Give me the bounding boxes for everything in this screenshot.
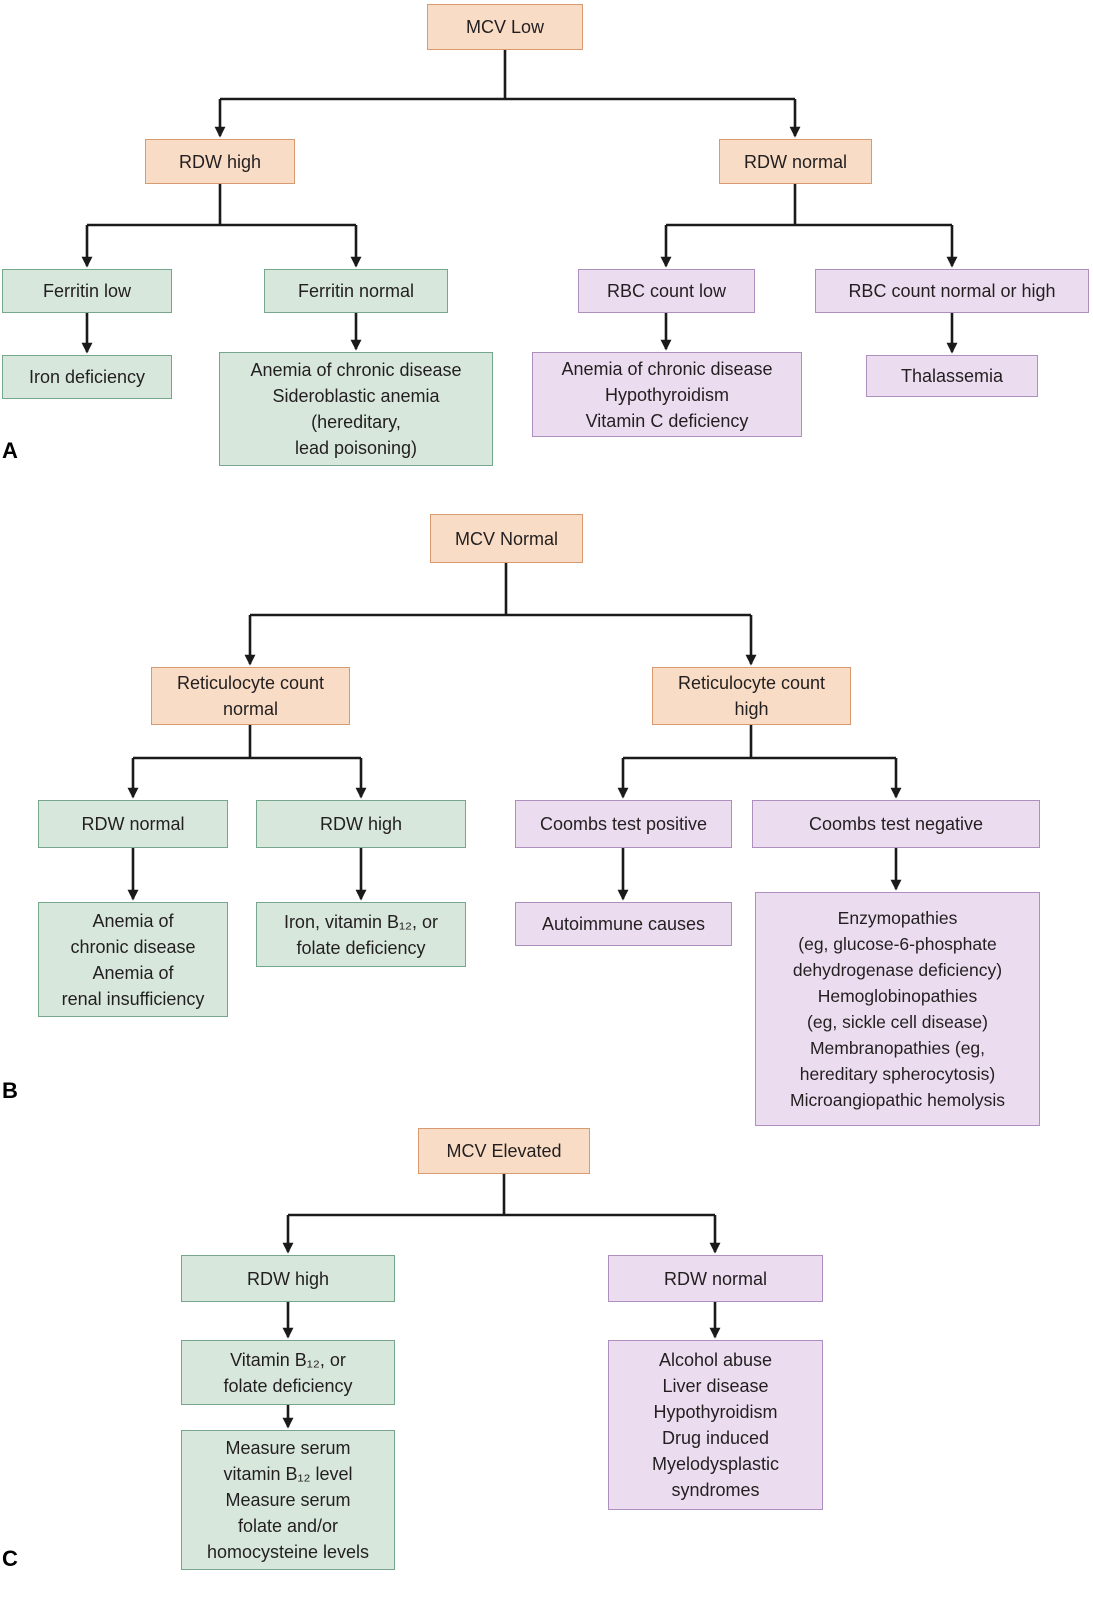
node-ferritin-normal: Ferritin normal	[264, 269, 448, 313]
node-autoimmune-causes: Autoimmune causes	[515, 902, 732, 946]
node-retic-count-high: Reticulocyte count high	[652, 667, 851, 725]
node-b-rdw-high: RDW high	[256, 800, 466, 848]
node-rbc-count-normal-high: RBC count normal or high	[815, 269, 1089, 313]
node-mcv-low: MCV Low	[427, 4, 583, 50]
node-mcv-normal: MCV Normal	[430, 514, 583, 563]
connectors-section-c	[282, 1174, 721, 1429]
node-macrocytic-causes: Alcohol abuse Liver disease Hypothyroidi…	[608, 1340, 823, 1510]
node-rbc-count-low: RBC count low	[578, 269, 755, 313]
node-a-rdw-normal: RDW normal	[719, 139, 872, 184]
node-c-rdw-normal: RDW normal	[608, 1255, 823, 1302]
node-retic-count-normal: Reticulocyte count normal	[151, 667, 350, 725]
section-label-a: A	[2, 438, 18, 463]
node-coombs-positive: Coombs test positive	[515, 800, 732, 848]
node-thalassemia: Thalassemia	[866, 355, 1038, 397]
node-measure-serum: Measure serum vitamin B₁₂ level Measure …	[181, 1430, 395, 1570]
node-coombs-negative: Coombs test negative	[752, 800, 1040, 848]
node-acd-sideroblastic: Anemia of chronic disease Sideroblastic …	[219, 352, 493, 466]
node-mcv-elevated: MCV Elevated	[418, 1128, 590, 1174]
node-acd-renal: Anemia of chronic disease Anemia of rena…	[38, 902, 228, 1017]
node-a-rdw-high: RDW high	[145, 139, 295, 184]
node-hemolysis-causes: Enzymopathies (eg, glucose-6-phosphate d…	[755, 892, 1040, 1126]
node-c-b12-folate: Vitamin B₁₂, or folate deficiency	[181, 1340, 395, 1405]
node-c-rdw-high: RDW high	[181, 1255, 395, 1302]
section-label-b: B	[2, 1078, 18, 1103]
node-ferritin-low: Ferritin low	[2, 269, 172, 313]
node-b-rdw-normal: RDW normal	[38, 800, 228, 848]
connectors-section-b	[127, 563, 902, 901]
node-acd-hypothyroid: Anemia of chronic disease Hypothyroidism…	[532, 352, 802, 437]
node-iron-deficiency: Iron deficiency	[2, 355, 172, 399]
node-iron-b12-folate: Iron, vitamin B₁₂, or folate deficiency	[256, 902, 466, 967]
connectors-section-a	[81, 50, 958, 354]
section-label-c: C	[2, 1546, 18, 1571]
